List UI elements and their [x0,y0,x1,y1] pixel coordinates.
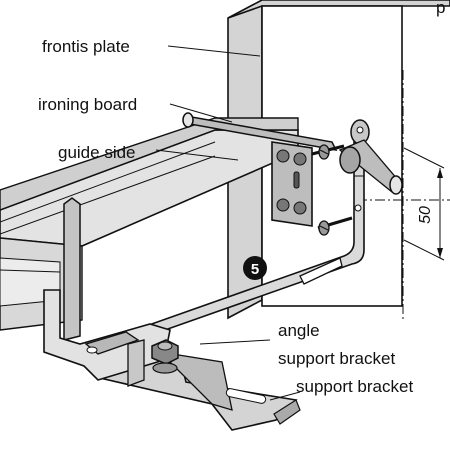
label-angle-support-bracket-line1: angle [278,321,320,340]
ironing-board-pin [182,112,338,152]
label-frontis-plate: frontis plate [42,37,130,56]
label-angle-support-bracket-line2: support bracket [278,349,395,368]
vertical-post [63,197,81,341]
dimension-label: 50 [417,206,434,224]
leader-lines [155,45,301,401]
step-badge: 5 [243,256,267,280]
label-corner-partial: p [436,0,445,17]
label-support-bracket: support bracket [296,377,413,396]
center-lines [357,70,450,320]
screw-upper [311,144,345,160]
screw-lower [317,216,353,236]
label-ironing-board: ironing board [38,95,137,114]
label-guide-side: guide side [58,143,136,162]
hex-nut [151,339,179,374]
angle-clamp [43,289,171,387]
step-number: 5 [251,261,259,278]
mounting-plate [271,141,313,227]
dimension-50: 50 [403,147,445,261]
